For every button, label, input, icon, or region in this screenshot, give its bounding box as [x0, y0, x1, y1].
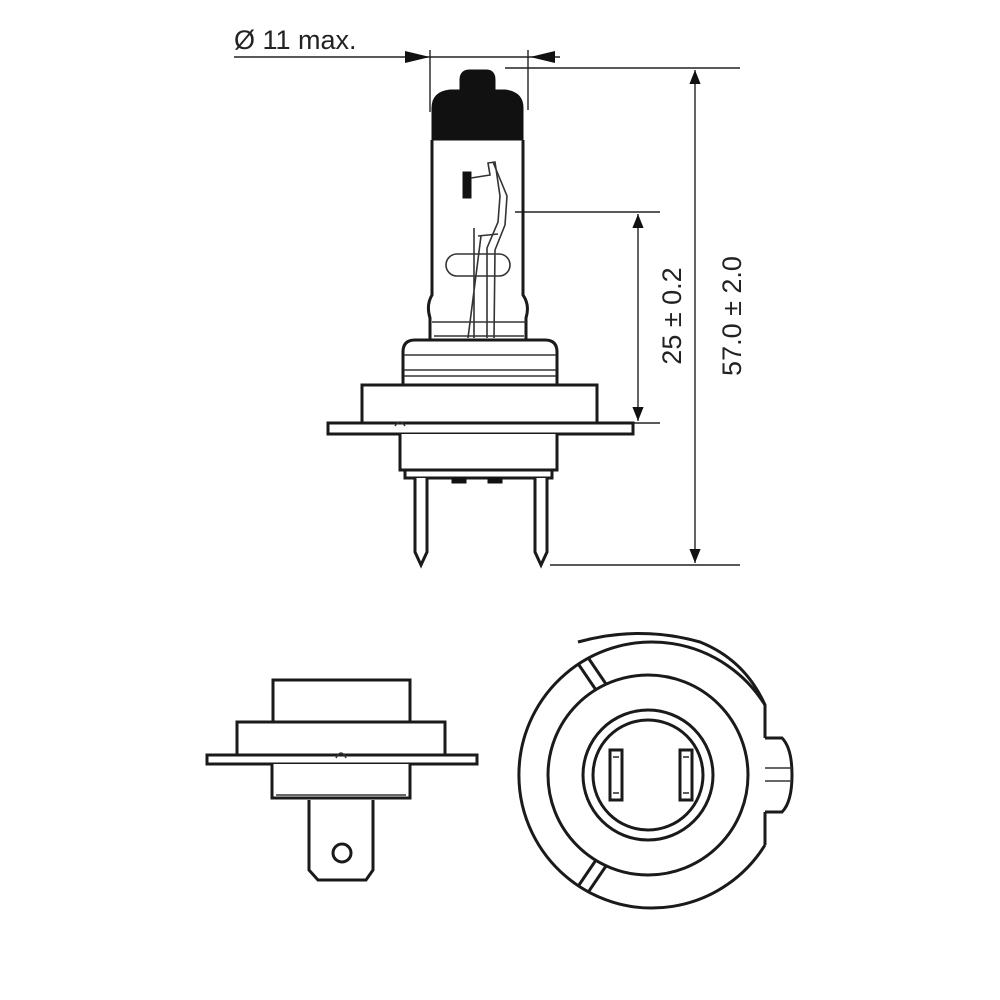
bulb-side-view: [326, 69, 635, 569]
overall-length-dimension: 57.0 ± 2.0: [505, 67, 747, 566]
overall-length-label: 57.0 ± 2.0: [717, 256, 747, 376]
pin-left: [413, 478, 429, 569]
terminal-left: [608, 748, 624, 802]
base-side-view: [205, 678, 479, 882]
light-center-dimension: 25 ± 0.2: [515, 211, 687, 424]
terminal-right: [678, 748, 694, 802]
base-hole: [331, 842, 353, 864]
base-end-view: [517, 632, 794, 910]
light-center-label: 25 ± 0.2: [657, 267, 687, 364]
pin-right: [533, 478, 549, 569]
diameter-label: Ø 11 max.: [234, 25, 357, 55]
diameter-dimension: Ø 11 max.: [234, 25, 560, 112]
